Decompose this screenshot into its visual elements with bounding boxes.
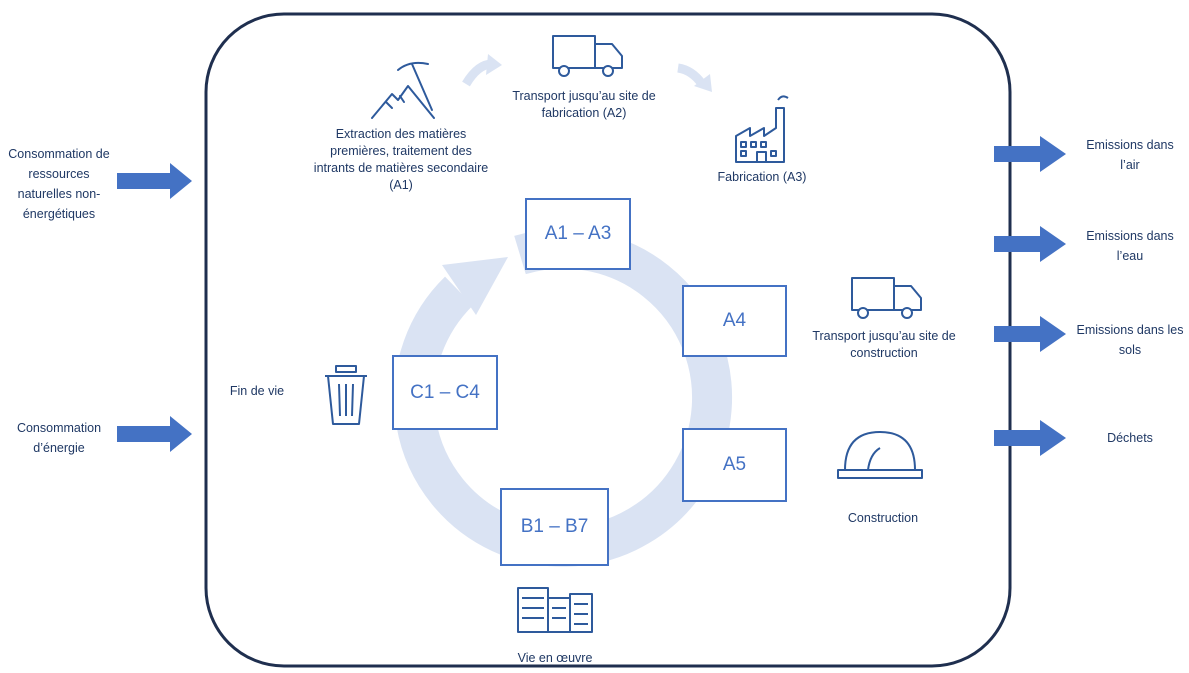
output-label-air: Emissions dans l’air (1086, 138, 1174, 172)
stage-label-vie-en-oeuvre: Vie en œuvre (517, 651, 593, 665)
output-arrow-air (994, 136, 1066, 172)
stage-label-transport-fabrication: Transport jusqu’au site de fabrication (… (512, 89, 656, 120)
stage-box-b1-b7: B1 – B7 (500, 488, 609, 566)
stage-box-a4: A4 (682, 285, 787, 357)
output-arrow-water (994, 226, 1066, 262)
output-arrow-waste (994, 420, 1066, 456)
input-label-resources: Consommation de ressources naturelles no… (8, 147, 110, 221)
factory-icon (735, 95, 789, 163)
buildings-icon (517, 587, 593, 633)
input-label-energy: Consommation d’énergie (16, 421, 102, 455)
output-arrow-soil (994, 316, 1066, 352)
stage-box-c1-c4: C1 – C4 (392, 355, 498, 430)
stage-label-extraction: Extraction des matières premières, trait… (313, 127, 489, 192)
output-label-soil: Emissions dans les sols (1076, 323, 1184, 357)
input-arrow-resources (117, 163, 192, 199)
truck-icon (851, 277, 922, 319)
stage-label-fabrication: Fabrication (A3) (717, 170, 807, 184)
stage-label-construction: Construction (847, 511, 919, 525)
stage-box-a1-a3: A1 – A3 (525, 198, 631, 270)
flow-arrow-a1-a2 (462, 54, 502, 87)
stage-label-transport-construction: Transport jusqu’au site de construction (812, 329, 956, 360)
truck-icon (552, 35, 623, 77)
output-label-water: Emissions dans l’eau (1086, 229, 1174, 263)
flow-arrow-a2-a3 (677, 63, 712, 92)
hard-hat-icon (837, 431, 923, 479)
input-arrow-energy (117, 416, 192, 452)
trash-icon (325, 365, 367, 425)
stage-label-fin-de-vie: Fin de vie (229, 384, 285, 398)
stage-box-a5: A5 (682, 428, 787, 502)
output-label-waste: Déchets (1107, 431, 1153, 445)
pickaxe-mountain-icon (371, 61, 435, 119)
